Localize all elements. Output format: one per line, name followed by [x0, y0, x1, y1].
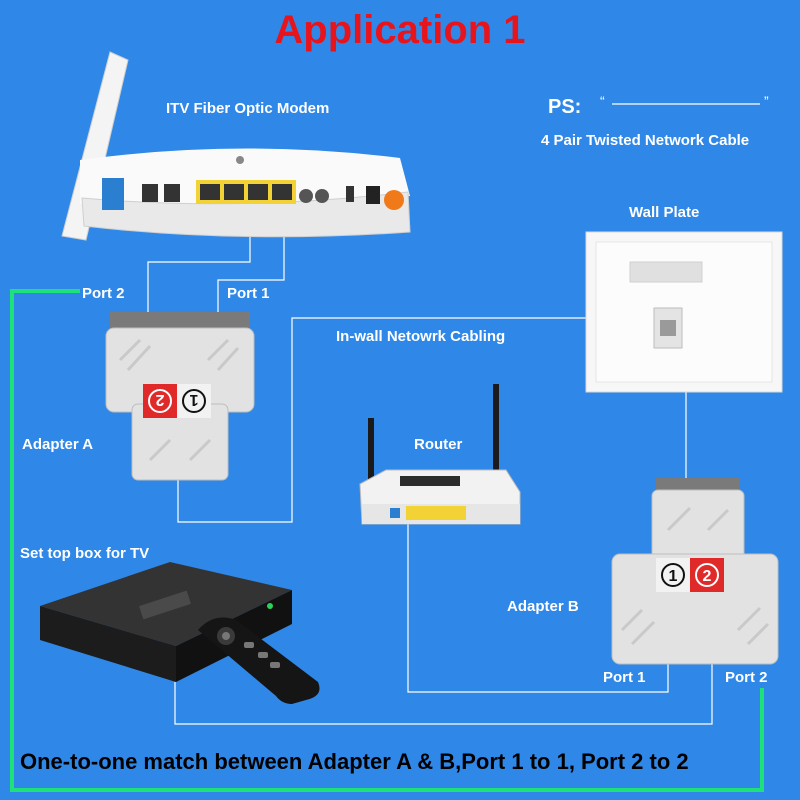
- wall-plate-label: Wall Plate: [629, 204, 700, 221]
- port2-link-line: [10, 289, 764, 792]
- adapter-a-badge-2: 2: [155, 391, 164, 408]
- adapter-b-port1-label: Port 1: [603, 669, 646, 686]
- svg-text:“: “: [600, 93, 605, 109]
- adapter-a-port1-label: Port 1: [227, 285, 270, 302]
- adapter-a-image: 2 1: [105, 312, 255, 481]
- modem-image: [61, 51, 411, 241]
- page-title: Application 1: [274, 8, 526, 52]
- in-wall-cabling-label: In-wall Netowrk Cabling: [336, 328, 506, 345]
- set-top-box-image: [40, 562, 320, 704]
- ps-label: PS:: [548, 96, 582, 118]
- cable-adapterA-to-router: [177, 317, 588, 523]
- cable-legend-description: 4 Pair Twisted Network Cable: [541, 132, 750, 149]
- set-top-box-label: Set top box for TV: [20, 545, 150, 562]
- svg-text:”: ”: [764, 93, 769, 109]
- adapter-b-image: 1 2: [611, 478, 779, 665]
- remote-control-image: [198, 617, 320, 704]
- adapter-a-port2-label: Port 2: [82, 285, 125, 302]
- wall-plate-image: [585, 231, 783, 393]
- router-label: Router: [414, 436, 463, 453]
- cable-modem-to-port1: [217, 198, 285, 318]
- adapter-b-label: Adapter B: [507, 598, 579, 615]
- modem-label: ITV Fiber Optic Modem: [166, 100, 330, 117]
- fiber-port-icon: [102, 178, 124, 210]
- adapter-a-label: Adapter A: [22, 436, 94, 453]
- adapter-b-port2-label: Port 2: [725, 669, 768, 686]
- cable-router-to-adapterB-port1: [407, 522, 669, 693]
- adapter-b-badge-1: 1: [669, 568, 678, 585]
- adapter-b-badge-2: 2: [703, 568, 712, 585]
- cable-stb-to-adapterB-port2: [174, 660, 713, 725]
- adapter-a-badge-1: 1: [189, 391, 198, 408]
- router-image: [359, 384, 521, 525]
- footer-caption: One-to-one match between Adapter A & B,P…: [20, 749, 689, 774]
